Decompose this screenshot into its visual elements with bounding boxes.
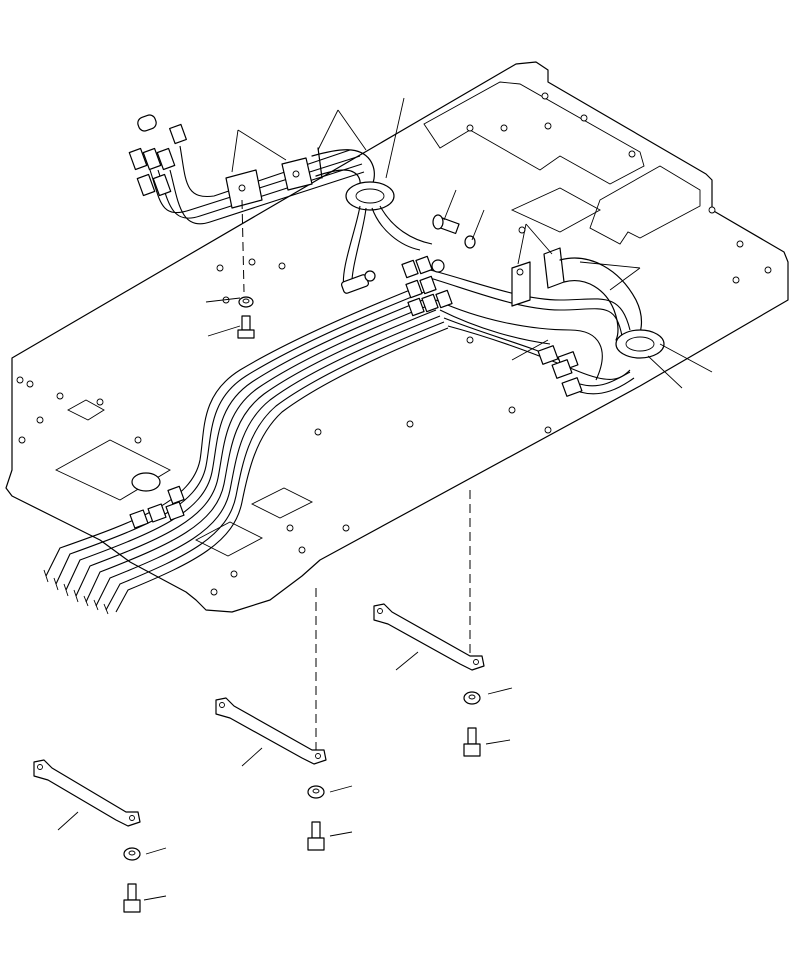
support-bar-3 (33, 759, 141, 913)
bolt (237, 315, 255, 339)
upper-clamp-right (281, 157, 313, 191)
grommet-left (345, 181, 395, 211)
support-bar-2 (215, 697, 327, 851)
support-bar-1 (373, 603, 485, 757)
hose-ends-left (43, 569, 109, 615)
dashed-centerlines (241, 199, 471, 750)
leader-lines (57, 97, 713, 901)
central-fittings (401, 255, 453, 317)
right-fittings (537, 345, 635, 397)
washer (238, 296, 254, 308)
lower-left-fittings (129, 472, 185, 529)
plate-holes (16, 92, 772, 596)
upper-hose-group (128, 114, 365, 225)
floor-plate (5, 61, 789, 613)
grommet-right (615, 329, 665, 359)
upper-clamp-left (225, 169, 263, 209)
hose-bundle (43, 285, 449, 615)
upper-clamp-bracket-right (511, 247, 643, 343)
bracket-bolt-top (432, 214, 476, 249)
grommet-left-hoses (340, 205, 433, 294)
